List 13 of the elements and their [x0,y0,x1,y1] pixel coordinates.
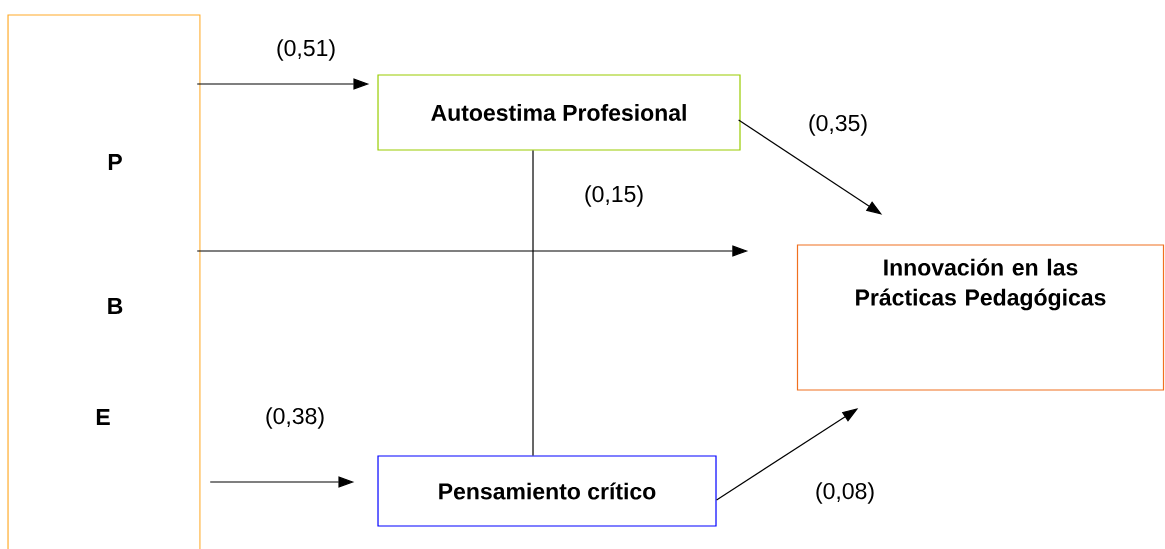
edge-label: (0,51) [277,39,335,61]
letter: B [108,298,123,314]
letter: P [108,154,122,170]
edge-label: (0,15) [585,185,643,207]
edge-label: (0,35) [809,114,867,136]
frame-box [7,14,201,549]
concept-box: Pensamiento crítico [377,455,717,527]
concept-box: Innovación en las Prácticas Pedagógicas [796,244,1165,391]
edge-label: (0,08) [816,482,874,504]
connector-line [532,150,534,456]
concept-box: Autoestima Profesional [377,74,741,151]
edge-label: (0,38) [266,407,324,429]
letter: E [96,409,110,425]
